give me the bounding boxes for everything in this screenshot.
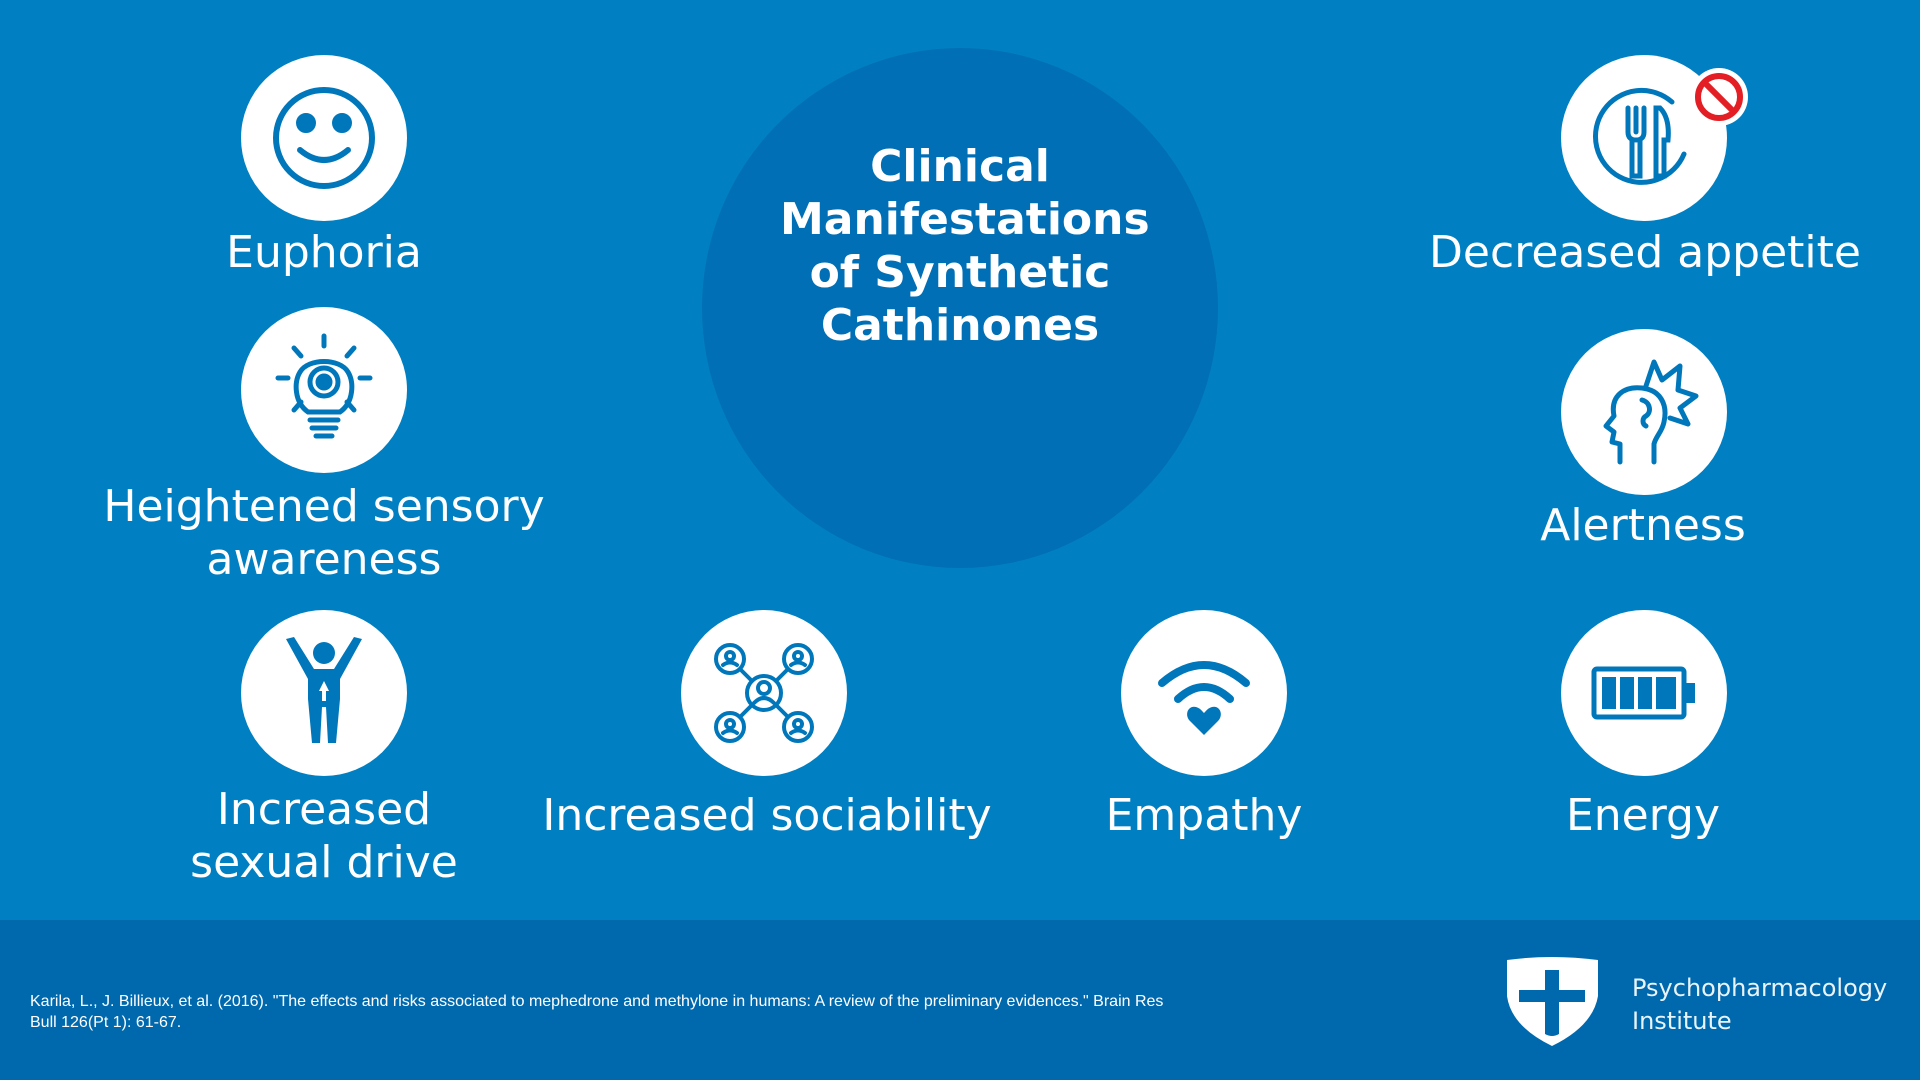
light-bulb-eye-icon [275, 333, 373, 439]
sexual-drive-label-line1: Increased [216, 784, 432, 835]
brand-line1: Psychopharmacology [1632, 974, 1888, 1002]
alertness-label: Alertness [1540, 500, 1746, 551]
slide-title: Clinical Manifestations of Synthetic Cat… [780, 140, 1150, 351]
full-battery-icon [1591, 666, 1695, 720]
wifi-heart-icon [1158, 661, 1250, 735]
shield-logo-icon [1507, 957, 1598, 1046]
sensory-icon-circle [241, 307, 407, 473]
sensory-awareness-label-line1: Heightened sensory [103, 481, 545, 532]
prohibited-icon [1690, 68, 1748, 126]
empathy-label: Empathy [1105, 790, 1303, 841]
alert-head-icon [1603, 359, 1699, 465]
alertness-icon-circle [1561, 329, 1727, 495]
smiley-face-icon [273, 87, 375, 189]
euphoria-icon-circle [241, 55, 407, 221]
sociability-label: Increased sociability [542, 790, 992, 841]
fork-knife-prohibited-icon [1592, 87, 1687, 185]
energy-icon-circle [1561, 610, 1727, 776]
sociability-icon-circle [681, 610, 847, 776]
sexual-drive-label-line2: sexual drive [190, 837, 458, 888]
sensory-awareness-label-line2: awareness [206, 534, 442, 585]
empathy-icon-circle [1121, 610, 1287, 776]
brand-line2: Institute [1632, 1007, 1732, 1035]
energy-label: Energy [1565, 790, 1721, 841]
title-circle: Clinical Manifestations of Synthetic Cat… [702, 48, 1218, 568]
appetite-icon-circle [1561, 55, 1727, 221]
brand-name: Psychopharmacology Institute [1632, 972, 1887, 1038]
sexual-drive-icon-circle [241, 610, 407, 776]
social-network-icon [714, 643, 814, 743]
euphoria-label: Euphoria [226, 227, 422, 278]
citation: Karila, L., J. Billieux, et al. (2016). … [30, 993, 1164, 1031]
appetite-label: Decreased appetite [1429, 227, 1861, 278]
person-arms-up-icon [286, 637, 362, 743]
footer: Karila, L., J. Billieux, et al. (2016). … [0, 920, 1920, 1080]
slide: Clinical Manifestations of Synthetic Cat… [103, 48, 1861, 888]
